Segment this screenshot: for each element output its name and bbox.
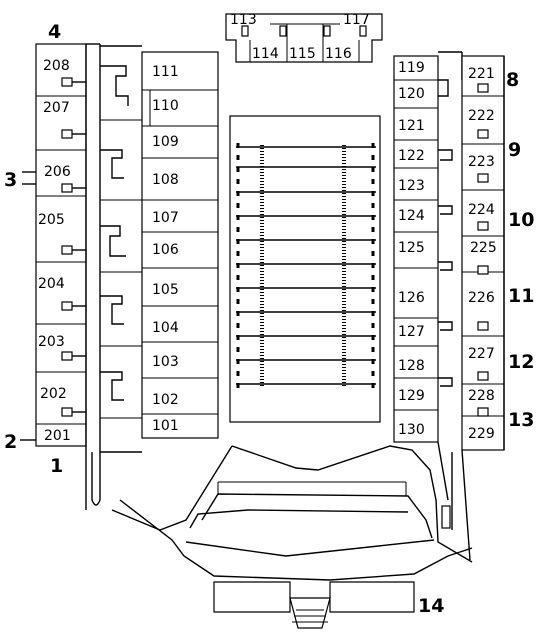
section-205: 205 [38, 212, 65, 228]
gate-2: 2 [4, 431, 17, 453]
north-end-structure [225, 13, 383, 63]
section-125: 125 [398, 240, 425, 256]
section-114: 114 [252, 46, 279, 62]
section-127: 127 [398, 324, 425, 340]
section-121: 121 [398, 118, 425, 134]
section-116: 116 [325, 46, 352, 62]
section-130: 130 [398, 422, 425, 438]
section-106: 106 [152, 242, 179, 258]
section-224: 224 [468, 202, 495, 218]
section-208: 208 [43, 58, 70, 74]
section-102: 102 [152, 392, 179, 408]
upper-left-section-labels: 208 207 206 205 204 203 202 201 [38, 58, 71, 444]
gate-10: 10 [508, 209, 534, 231]
section-122: 122 [398, 148, 425, 164]
gate-ticks [20, 171, 36, 441]
section-207: 207 [43, 100, 70, 116]
section-123: 123 [398, 178, 425, 194]
section-120: 120 [398, 86, 425, 102]
section-103: 103 [152, 354, 179, 370]
section-109: 109 [152, 134, 179, 150]
gate-13: 13 [508, 409, 534, 431]
section-104: 104 [152, 320, 179, 336]
section-101: 101 [152, 418, 179, 434]
gate-3: 3 [4, 169, 17, 191]
section-107: 107 [152, 210, 179, 226]
section-117: 117 [343, 12, 370, 28]
section-206: 206 [44, 164, 71, 180]
section-226: 226 [468, 290, 495, 306]
lower-right-section-labels: 119 120 121 122 123 124 125 126 127 128 129 130 [398, 60, 425, 438]
playing-field [229, 115, 381, 423]
lower-left-section-labels: 111 110 109 108 107 106 105 104 103 102 101 [152, 64, 179, 434]
section-111: 111 [152, 64, 179, 80]
right-upper-deck [461, 55, 505, 561]
section-113: 113 [230, 12, 257, 28]
section-126: 126 [398, 290, 425, 306]
section-229: 229 [468, 426, 495, 442]
right-concourse [437, 51, 463, 530]
section-108: 108 [152, 172, 179, 188]
south-stands [111, 445, 473, 629]
section-203: 203 [38, 334, 65, 350]
section-227: 227 [468, 346, 495, 362]
section-115: 115 [289, 46, 316, 62]
section-105: 105 [152, 282, 179, 298]
gate-11: 11 [508, 285, 534, 307]
section-204: 204 [38, 276, 65, 292]
gate-9: 9 [508, 139, 521, 161]
section-202: 202 [40, 386, 67, 402]
section-223: 223 [468, 154, 495, 170]
section-225: 225 [470, 240, 497, 256]
left-upper-deck [35, 43, 100, 447]
section-228: 228 [468, 388, 495, 404]
gate-1: 1 [50, 455, 63, 477]
left-concourse [85, 44, 142, 510]
right-lower-deck [393, 55, 439, 443]
section-128: 128 [398, 358, 425, 374]
section-119: 119 [398, 60, 425, 76]
gate-14: 14 [418, 595, 444, 617]
gate-12: 12 [508, 351, 534, 373]
left-lower-deck [141, 51, 219, 439]
section-129: 129 [398, 388, 425, 404]
gate-4: 4 [48, 21, 61, 43]
gate-8: 8 [506, 69, 519, 91]
section-110: 110 [152, 98, 179, 114]
section-221: 221 [468, 66, 495, 82]
upper-right-section-labels: 221 222 223 224 225 226 227 228 229 [468, 66, 497, 442]
section-222: 222 [468, 108, 495, 124]
end-zone-section-labels: 113 114 115 116 117 [230, 12, 370, 62]
section-124: 124 [398, 208, 425, 224]
section-201: 201 [44, 428, 71, 444]
